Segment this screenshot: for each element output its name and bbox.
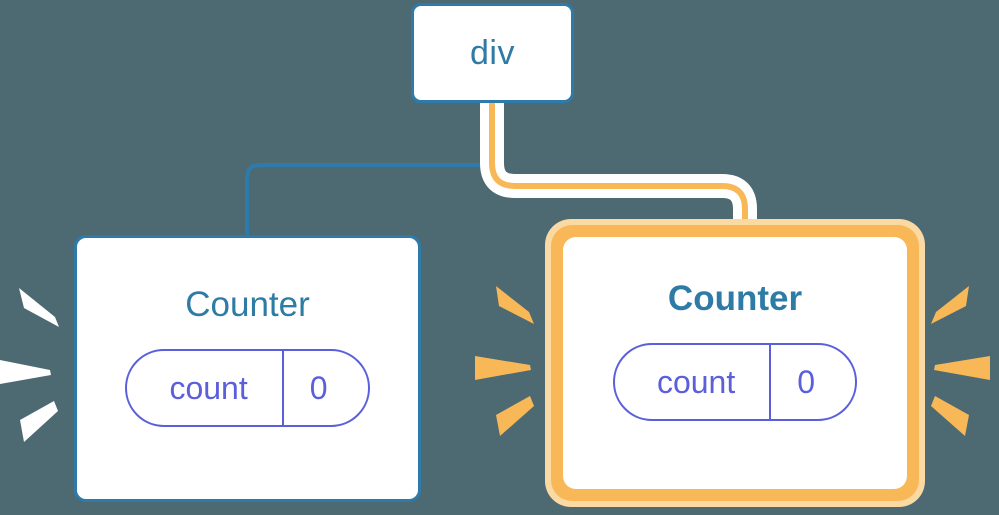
node-counter-right-body: Counter count 0 [563,237,907,489]
node-div-label: div [470,34,515,72]
prop-key-right: count [656,364,736,400]
prop-pill-right: count 0 [612,343,858,421]
prop-value-left: 0 [281,351,368,425]
ray-white-top [19,288,59,327]
wire-div-to-counter-left [245,102,494,238]
prop-pill-left: count 0 [125,349,370,427]
rerender-rays-right-right-orange [929,276,999,446]
ray-white-middle [0,360,51,384]
wire-div-to-counter-right [489,100,748,236]
ray-orange-bottom [496,396,534,436]
prop-pill-wrap-right: count 0 [612,343,858,421]
ray-orange-bottom-mirror [931,396,969,436]
rerender-rays-left-white [0,280,70,450]
ray-orange-top [496,286,534,324]
prop-pill-wrap-left: count 0 [125,349,370,427]
prop-value-right: 0 [769,345,855,419]
ray-orange-top-mirror [931,286,969,324]
wire-halo-div-to-counter-right [480,100,757,236]
node-counter-right-title: Counter [667,279,803,318]
prop-key-left: count [169,370,248,406]
node-counter-right[interactable]: Counter count 0 [545,219,925,507]
ray-orange-middle [475,356,531,380]
ray-orange-middle-mirror [934,356,990,380]
node-counter-left-title: Counter [185,285,310,324]
rerender-rays-right-left-orange [466,276,536,446]
node-div[interactable]: div [411,3,574,103]
node-counter-left[interactable]: Counter count 0 [74,235,421,502]
ray-white-bottom [20,401,58,442]
